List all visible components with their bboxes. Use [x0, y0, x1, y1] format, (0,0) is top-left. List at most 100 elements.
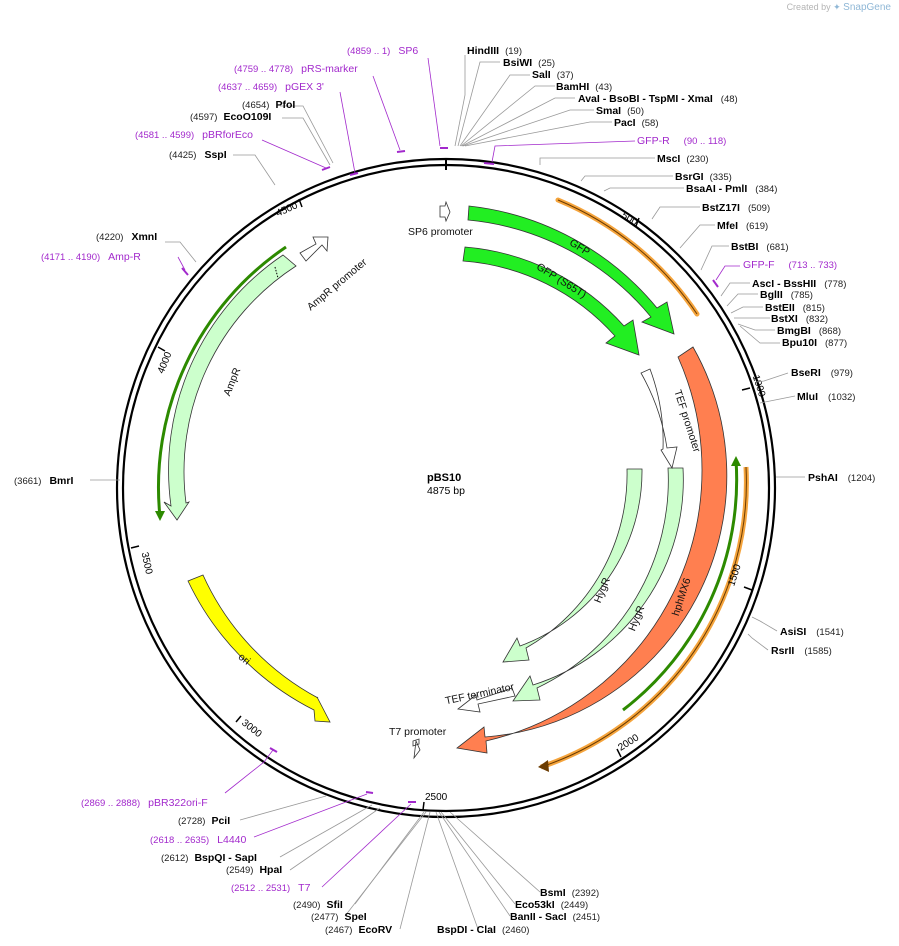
enzyme-smai[interactable]: SmaI(50) — [596, 105, 644, 117]
enzyme-xmni[interactable]: (4220)XmnI — [96, 231, 157, 243]
enzyme-name: BamHI — [556, 81, 589, 93]
enzyme-bstxi[interactable]: BstXI(832) — [771, 313, 828, 325]
enzyme-pos: (2728) — [178, 816, 205, 827]
feature-gfp-arrow[interactable] — [467, 205, 675, 335]
feature-ampr-promoter-arrow[interactable] — [299, 236, 329, 262]
enzyme-bseri[interactable]: BseRI(979) — [791, 367, 853, 379]
enzyme-sspi[interactable]: (4425)SspI — [169, 149, 227, 161]
enzyme-name: BsiWI — [503, 57, 532, 69]
credit-brand: SnapGene — [843, 2, 891, 13]
enzyme-bstz17i[interactable]: BstZ17I(509) — [702, 202, 770, 214]
enzyme-pos: (50) — [627, 106, 644, 117]
primer-pos: (713 .. 733) — [789, 260, 838, 271]
enzyme-asci-bsshii[interactable]: AscI - BssHII(778) — [752, 278, 846, 290]
primer-mark-l4440 — [365, 791, 374, 794]
enzyme-rsrii[interactable]: RsrII(1585) — [771, 645, 832, 657]
enzyme-bmgbi[interactable]: BmgBI(868) — [777, 325, 841, 337]
enzyme-pos: (230) — [686, 154, 708, 165]
enzyme-pos: (1204) — [848, 473, 875, 484]
primer-pos: (4171 .. 4190) — [41, 252, 100, 263]
enzyme-bspdi-clai[interactable]: BspDI - ClaI(2460) — [437, 924, 529, 936]
primer-mark-gfp-r — [483, 162, 495, 165]
enzyme-pos: (37) — [557, 70, 574, 81]
primer-amp-r[interactable]: (4171 .. 4190) Amp-R — [41, 251, 141, 263]
primer-pos: (2512 .. 2531) — [231, 883, 290, 894]
enzyme-banii-saci[interactable]: BanII - SacI(2451) — [510, 911, 600, 923]
enzyme-msci[interactable]: MscI (230) — [657, 153, 709, 165]
tick-label-3500: 3500 — [139, 551, 154, 575]
enzyme-mfei[interactable]: MfeI(619) — [717, 220, 768, 232]
enzyme-name: MscI — [657, 153, 680, 165]
enzyme-eco53ki[interactable]: Eco53kI(2449) — [515, 899, 588, 911]
orf-hph-arrowhead — [538, 760, 549, 772]
enzyme-pos: (2490) — [293, 900, 320, 911]
feature-ampr-arrow[interactable] — [163, 254, 297, 521]
primer-prs-marker[interactable]: (4759 .. 4778)pRS-marker — [234, 63, 358, 75]
enzyme-bspqi-sapi[interactable]: (2612)BspQI - SapI — [161, 852, 257, 864]
enzyme-name: MluI — [797, 391, 818, 403]
tick-mark-1000 — [741, 387, 751, 391]
enzyme-paci[interactable]: PacI(58) — [614, 117, 659, 129]
enzyme-hindiii[interactable]: HindIII(19) — [467, 45, 522, 57]
enzyme-bstbi[interactable]: BstBI(681) — [731, 241, 789, 253]
enzyme-pos: (2549) — [226, 865, 253, 876]
enzyme-bsaai-pmli[interactable]: BsaAI - PmlI(384) — [686, 183, 777, 195]
feature-label-ori: ori — [236, 651, 253, 668]
enzyme-name: PciI — [211, 815, 230, 827]
enzyme-hpai[interactable]: (2549)HpaI — [226, 864, 282, 876]
primer-pgex3[interactable]: (4637 .. 4659)pGEX 3' — [218, 81, 324, 93]
primer-sp6[interactable]: (4859 .. 1)SP6 — [347, 45, 418, 57]
enzyme-name: SpeI — [344, 911, 366, 923]
feature-sp6-promoter-arrow[interactable] — [439, 200, 451, 223]
enzyme-ecoo109i[interactable]: (4597)EcoO109I — [190, 111, 271, 123]
primer-pbrforeco[interactable]: (4581 .. 4599)pBRforEco — [135, 129, 253, 141]
enzyme-bsteii[interactable]: BstEII(815) — [765, 302, 825, 314]
enzyme-sali[interactable]: SalI(37) — [532, 69, 574, 81]
primer-pbr322ori-f[interactable]: (2869 .. 2888)pBR322ori-F — [81, 797, 208, 809]
feature-ori-arrow[interactable] — [187, 574, 331, 723]
enzyme-pfoi[interactable]: (4654)PfoI — [242, 99, 295, 111]
primer-gfp-f[interactable]: GFP-F(713 .. 733) — [743, 259, 837, 271]
enzyme-sfii[interactable]: (2490)SfiI — [293, 899, 343, 911]
enzyme-name: XmnI — [131, 231, 157, 243]
tick-label-2500: 2500 — [425, 792, 448, 803]
feature-tef-terminator-arrow[interactable] — [457, 687, 516, 713]
enzyme-pos: (43) — [595, 82, 612, 93]
primer-t7[interactable]: (2512 .. 2531)T7 — [231, 882, 311, 894]
enzyme-name: PacI — [614, 117, 636, 129]
feature-hphmx6-arrow[interactable] — [456, 346, 728, 754]
enzyme-spei[interactable]: (2477)SpeI — [311, 911, 367, 923]
primer-l4440[interactable]: (2618 .. 2635)L4440 — [150, 834, 247, 846]
primer-mark-gfp-f — [712, 279, 719, 288]
tick-label-1500: 1500 — [726, 563, 743, 588]
enzyme-bamhi[interactable]: BamHI (43) — [556, 81, 612, 93]
enzyme-name: RsrII — [771, 645, 794, 657]
backbone — [115, 157, 777, 819]
enzyme-name: BstBI — [731, 241, 759, 253]
enzyme-bsiwi[interactable]: BsiWI(25) — [503, 57, 555, 69]
feature-label-ampr-promoter: AmpR promoter — [305, 256, 370, 313]
orf-ampr-arrowhead — [155, 511, 165, 521]
enzyme-ecorv[interactable]: (2467)EcoRV — [325, 924, 392, 936]
feature-t7-promoter-arrow[interactable] — [412, 738, 421, 760]
feature-hygr-outer-arrow[interactable] — [512, 467, 684, 702]
primer-pos: (2618 .. 2635) — [150, 835, 209, 846]
enzyme-bsrgi[interactable]: BsrGI(335) — [675, 171, 732, 183]
primer-name: Amp-R — [108, 251, 141, 263]
feature-tef-promoter-arrow[interactable] — [640, 368, 678, 470]
enzyme-bsmi[interactable]: BsmI(2392) — [540, 887, 599, 899]
primer-gfp-r[interactable]: GFP-R(90 .. 118) — [637, 135, 726, 147]
enzyme-bmri[interactable]: (3661)BmrI — [14, 475, 73, 487]
enzyme-bpu10i[interactable]: Bpu10I(877) — [782, 337, 847, 349]
feature-gfp-s65t-arrow[interactable] — [462, 246, 640, 356]
primer-mark-pgex3 — [349, 172, 359, 176]
enzyme-pcii[interactable]: (2728) PciI — [178, 815, 230, 827]
enzyme-mlui[interactable]: MluI(1032) — [797, 391, 855, 403]
enzyme-name: Eco53kI — [515, 899, 555, 911]
enzyme-avai-group[interactable]: AvaI - BsoBI - TspMI - XmaI(48) — [578, 93, 738, 105]
feature-hygr-inner-arrow[interactable] — [502, 468, 643, 663]
primer-leader-lines — [177, 57, 740, 888]
enzyme-bglii[interactable]: BglII(785) — [760, 289, 813, 301]
enzyme-pshai[interactable]: PshAI(1204) — [808, 472, 875, 484]
enzyme-asisi[interactable]: AsiSI(1541) — [780, 626, 844, 638]
